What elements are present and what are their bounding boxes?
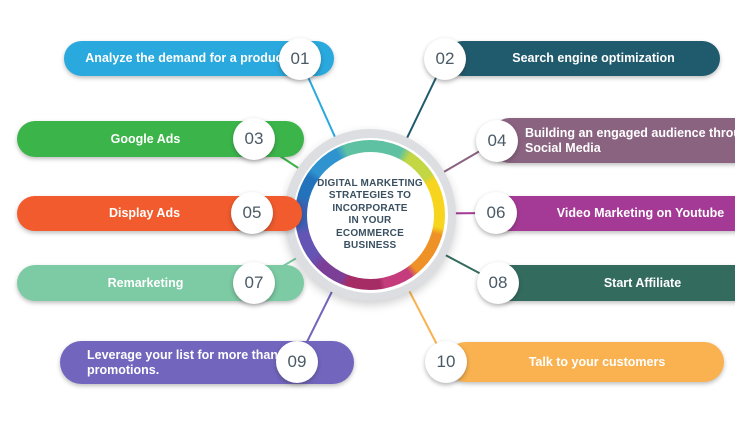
number-label-04: 04: [487, 131, 507, 150]
number-circle-10: 10: [425, 341, 467, 383]
hub-title-line: DIGITAL MARKETING: [317, 177, 423, 189]
number-label-09: 09: [287, 352, 307, 371]
number-circle-03: 03: [233, 118, 275, 160]
strategy-label-07: Remarketing: [107, 275, 184, 290]
number-circle-08: 08: [477, 262, 519, 304]
number-circle-07: 07: [233, 262, 275, 304]
number-label-10: 10: [436, 352, 456, 371]
strategy-bar-10: Talk to your customers: [446, 342, 724, 382]
hub-title-line: STRATEGIES TO: [328, 190, 412, 201]
hub-title-line: INCORPORATE: [332, 202, 408, 214]
hub-title-line: ECOMMERCE: [336, 227, 404, 239]
number-label-08: 08: [488, 273, 508, 292]
number-circle-04: 04: [476, 120, 518, 162]
hub-ring: DIGITAL MARKETING STRATEGIES TO INCORPOR…: [295, 140, 445, 290]
number-label-02: 02: [435, 49, 455, 68]
number-label-01: 01: [290, 49, 310, 68]
number-circle-01: 01: [279, 38, 321, 80]
number-label-03: 03: [244, 129, 264, 148]
hub-title: DIGITAL MARKETING STRATEGIES TO INCORPOR…: [306, 151, 434, 279]
strategy-label-08: Start Affiliate: [603, 275, 682, 290]
number-label-07: 07: [244, 273, 264, 292]
strategy-label-06: Video Marketing on Youtube: [556, 206, 725, 220]
number-label-06: 06: [486, 203, 506, 222]
number-circle-06: 06: [475, 192, 517, 234]
strategy-label-03: Google Ads: [110, 131, 181, 146]
strategy-label-09: Leverage your list for more than promoti…: [87, 347, 279, 377]
central-hub: DIGITAL MARKETING STRATEGIES TO INCORPOR…: [284, 129, 456, 301]
hub-white-gap: DIGITAL MARKETING STRATEGIES TO INCORPOR…: [292, 137, 448, 293]
hub-title-line: BUSINESS: [343, 240, 397, 251]
strategy-label-01: Analyze the demand for a product: [85, 51, 287, 65]
number-circle-02: 02: [424, 38, 466, 80]
number-label-05: 05: [242, 203, 262, 222]
strategy-bar-04: Building an engaged audience through Soc…: [488, 118, 735, 163]
strategy-label-02: Search engine optimization: [512, 51, 675, 65]
strategy-label-10: Talk to your customers: [528, 354, 666, 369]
strategy-label-05: Display Ads: [108, 206, 181, 220]
strategy-bar-02: Search engine optimization: [445, 41, 720, 76]
strategy-label-04: Building an engaged audience through Soc…: [525, 125, 735, 155]
strategy-bar-06: Video Marketing on Youtube: [488, 196, 735, 231]
strategy-bar-08: Start Affiliate: [490, 265, 735, 301]
number-circle-09: 09: [276, 341, 318, 383]
hub-title-line: IN YOUR: [348, 215, 392, 226]
number-circle-05: 05: [231, 192, 273, 234]
